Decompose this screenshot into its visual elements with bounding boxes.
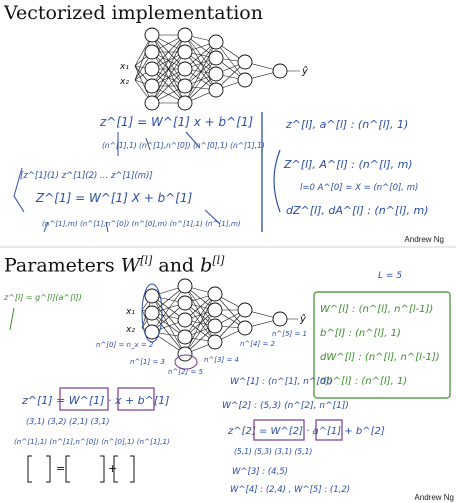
handwritten-notes-left: z^[1] = W^[1] x + b^[1] (n^[1],1) (n^[1]… [20,115,265,228]
slide-credit: Andrew Ng [404,235,444,244]
dim-db: db^[l] : (n^[l], 1) [320,376,407,387]
matrix-plus-sign: + [108,462,117,475]
slide-1-drawing: x₁ x₂ ŷ z^[1] = W^[1] x + b^[1] (n^[1],1… [13,27,429,233]
dim-W: W^[l] : (n^[l], n^[l-1]) [320,304,433,315]
note-z1-symbolic-dims: (n^[1],1) (n^[1],n^[0]) (n^[0],1) (n^[1]… [14,437,170,446]
n3-label: n^[3] = 4 [204,356,239,364]
note-Z-A-dims: Z^[l], A^[l] : (n^[l], m) [283,158,413,171]
note-z1-equation: z^[1] = W^[1] · x + b^[1] [21,394,169,407]
input-label-x2: x₂ [119,77,129,87]
slide-divider [0,246,456,248]
b1-highlight-box [117,387,155,411]
w2a1-highlight-box [253,419,305,441]
matrix-equals-sign: = [56,462,65,475]
title-text: Parameters [4,254,121,277]
slide-2-drawing: x₁ x₂ ŷ L = 5 n^[0] = n_x = 2 n^[1] = 3 … [3,271,451,495]
title-math-b: b [200,254,213,277]
handwritten-notes-left-2: z^[1] = W^[1] · x + b^[1] (3,1) (3,2) (2… [14,394,170,446]
brace-right [273,149,281,213]
note-stacked-z: [z^[1](1) z^[1](2) ... z^[1](m)] [20,171,153,181]
title-and: and [152,254,201,277]
note-z1-numeric-dims: (3,1) (3,2) (2,1) (3,1) [26,417,110,426]
slide-parameters: Parameters W[l] and b[l] x₁ x₂ [0,248,456,503]
dimension-summary: W^[l] : (n^[l], n^[l-1]) b^[l] : (n^[l],… [320,304,440,387]
activation-note-group: z^[l] = g^[l](a^[l]) [3,293,82,302]
output-label-yhat: ŷ [299,313,307,325]
slide-vectorized-implementation: Vectorized implementation x₁ [0,0,456,248]
dim-b: b^[l] : (n^[l], 1) [320,328,401,339]
note-W3-dims: W^[3] : (4,5) [232,467,288,477]
w1-highlight-box [59,387,109,411]
note-z2-dims: (5,1) (5,3) (3,1) (5,1) [234,447,312,456]
note-Z1-equation: Z^[1] = W^[1] X + b^[1] [35,191,193,205]
note-W1-dims: W^[1] : (n^[1], n^[0]) [230,377,333,387]
activation-note: z^[l] = g^[l](a^[l]) [3,293,82,302]
slide-title: Parameters W[l] and b[l] [4,250,224,276]
input-label-x1: x₁ [119,62,129,72]
note-z1-equation: z^[1] = W^[1] x + b^[1] [99,115,254,129]
note-W2-dims: W^[2] : (5,3) (n^[2], n^[1]) [222,401,349,411]
layer-size-labels: n^[0] = n_x = 2 n^[1] = 3 n^[2] = 5 n^[3… [96,330,307,376]
matrix-shape-sketch [27,455,135,483]
n5-label: n^[5] = 1 [272,330,307,338]
dimension-summary-box [313,291,451,399]
activation-arrow [9,307,15,331]
handwritten-notes-right: z^[l], a^[l] : (n^[l], 1) Z^[l], A^[l] :… [283,118,429,217]
note-l0: l=0 A^[0] = X = (n^[0], m) [300,183,418,193]
note-W4-W5-dims: W^[4] : (2,4) , W^[5] : (1,2) [230,485,350,495]
note-z1-dims: (n^[1],1) (n^[1],n^[0]) (n^[0],1) (n^[1]… [102,141,265,150]
n2-label: n^[2] = 5 [168,368,204,376]
output-label-yhat: ŷ [301,65,309,77]
dim-dW: dW^[l] : (n^[l], n^[l-1]) [320,352,440,363]
slide-credit: Andrew Ng [414,493,454,502]
layer-2-size-highlight [174,354,198,370]
n4-label: n^[4] = 2 [240,340,276,348]
handwritten-notes-mid: W^[1] : (n^[1], n^[0]) W^[2] : (5,3) (n^… [222,377,385,495]
title-math-W: W [120,254,141,277]
title-sup-b: [l] [212,254,225,267]
note-z2-equation: z^[2] = W^[2] · a^[1] + b^[2] [227,426,385,437]
layer-count-note: L = 5 [378,271,402,281]
title-sup-W: [l] [140,254,153,267]
input-label-x1: x₁ [125,307,135,317]
network-neurons-2 [144,278,288,362]
input-label-x2: x₂ [125,325,135,335]
layer-1-highlight [141,283,163,343]
b2-highlight-box [315,419,343,441]
note-Z1-dims: (n^[1],m) (n^[1],n^[0]) (n^[0],m) (n^[1]… [42,219,241,228]
slide-title: Vectorized implementation [4,2,263,24]
n0-label: n^[0] = n_x = 2 [96,341,154,349]
n1-label: n^[1] = 3 [130,358,165,366]
note-dZ-dA-dims: dZ^[l], dA^[l] : (n^[l], m) [286,204,429,217]
arrows-left [13,131,221,233]
note-z-a-dims: z^[l], a^[l] : (n^[l], 1) [285,118,408,131]
network-neurons [144,27,288,111]
